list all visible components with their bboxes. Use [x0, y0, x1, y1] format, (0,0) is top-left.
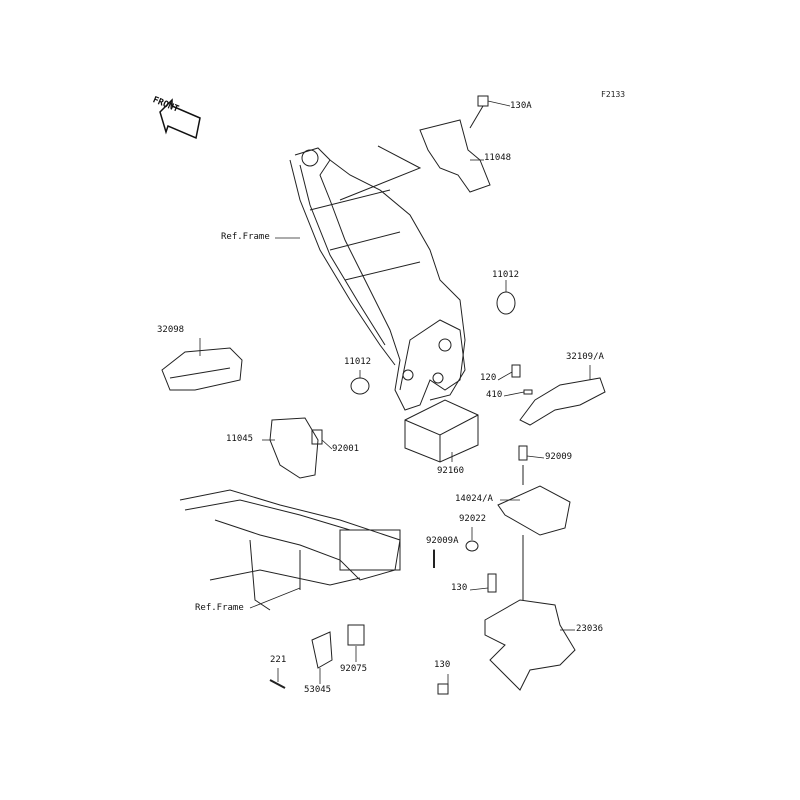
- part-label-32109a[interactable]: 32109/A: [566, 352, 604, 362]
- front-arrow-icon: [159, 98, 201, 140]
- grommet-11012-right-drawing: [496, 291, 516, 315]
- part-label-14024a[interactable]: 14024/A: [455, 494, 493, 504]
- part-label-53045[interactable]: 53045: [304, 685, 332, 695]
- nut-410-drawing: [523, 389, 533, 395]
- bracket-23036-drawing: [484, 599, 576, 691]
- ref-frame-upper-label[interactable]: Ref.Frame: [221, 232, 270, 242]
- part-label-92009[interactable]: 92009: [545, 452, 573, 462]
- bolt-130a-drawing: [477, 95, 489, 107]
- part-label-23036[interactable]: 23036: [576, 624, 604, 634]
- diagram-code: F2133: [601, 90, 626, 99]
- part-label-11012-right[interactable]: 11012: [492, 270, 520, 280]
- bolt-221-drawing: [269, 679, 286, 689]
- bracket-11045-drawing: [269, 417, 319, 479]
- grommet-11012-left-drawing: [350, 377, 370, 395]
- bolt-92009-drawing: [518, 445, 528, 461]
- part-label-92160[interactable]: 92160: [437, 466, 465, 476]
- part-label-221[interactable]: 221: [270, 655, 287, 665]
- part-label-410[interactable]: 410: [486, 390, 503, 400]
- bolt-92001-drawing: [311, 429, 323, 445]
- strap-32109a-drawing: [519, 377, 606, 426]
- part-label-120[interactable]: 120: [480, 373, 497, 383]
- part-label-130-low[interactable]: 130: [434, 660, 451, 670]
- ref-frame-lower-label[interactable]: Ref.Frame: [195, 603, 244, 613]
- part-label-130-mid[interactable]: 130: [451, 583, 468, 593]
- washer-92022-drawing: [465, 540, 479, 552]
- bracket-11048-drawing: [419, 119, 491, 193]
- part-label-11048[interactable]: 11048: [484, 153, 512, 163]
- bolt-120-drawing: [511, 364, 521, 378]
- bolt-130-mid-drawing: [487, 573, 497, 593]
- bolt-130-low-drawing: [437, 683, 449, 695]
- part-label-92009a[interactable]: 92009A: [426, 536, 459, 546]
- clip-53045-drawing: [311, 631, 333, 669]
- cover-32098-drawing: [161, 347, 243, 391]
- pad-92075-drawing: [347, 624, 365, 646]
- battery-92160-drawing: [404, 399, 479, 463]
- part-label-92001[interactable]: 92001: [332, 444, 360, 454]
- part-label-92075[interactable]: 92075: [340, 664, 368, 674]
- part-label-11045[interactable]: 11045: [226, 434, 254, 444]
- sub-frame-drawing: [179, 489, 401, 611]
- part-label-32098[interactable]: 32098: [157, 325, 185, 335]
- box-14024a-drawing: [497, 485, 571, 536]
- part-label-92022[interactable]: 92022: [459, 514, 487, 524]
- main-frame-drawing: [289, 147, 466, 411]
- part-label-130a[interactable]: 130A: [510, 101, 532, 111]
- part-label-11012-left[interactable]: 11012: [344, 357, 372, 367]
